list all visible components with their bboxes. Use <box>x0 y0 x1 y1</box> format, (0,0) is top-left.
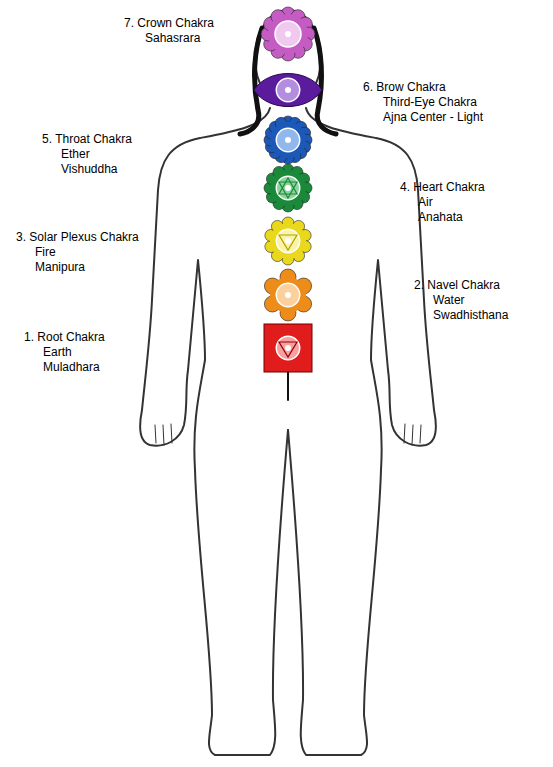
chakra-label: Sahasrara <box>145 31 200 45</box>
chakra-disc <box>270 170 306 206</box>
centre-dot <box>285 31 291 37</box>
chakra-disc <box>270 277 306 313</box>
inner-circle <box>276 336 299 359</box>
brow-chakra <box>254 74 322 107</box>
head-outline <box>255 10 321 106</box>
root-square <box>264 324 312 372</box>
inner-circle <box>276 128 299 151</box>
chakra-label: Earth <box>43 345 72 359</box>
brow-wings <box>254 74 322 107</box>
centre-dot <box>285 292 291 298</box>
triangle <box>279 342 297 357</box>
chakra-label: Ether <box>61 147 90 161</box>
body-outline-left <box>140 108 288 755</box>
triangle <box>279 235 297 250</box>
chakra-disc <box>270 122 306 158</box>
chakra-label: Anahata <box>418 210 463 224</box>
heart-chakra <box>264 164 312 212</box>
chakra-label: Swadhisthana <box>433 308 508 322</box>
chakra-label: Water <box>433 293 465 307</box>
chakra-label: Vishuddha <box>61 162 118 176</box>
centre-dot <box>285 87 291 93</box>
centre-dot <box>285 185 291 191</box>
root-chakra <box>264 324 312 372</box>
chakra-label: 2. Navel Chakra <box>414 278 500 292</box>
crown-chakra <box>261 7 315 61</box>
finger-lines <box>155 424 421 445</box>
chakra-label: Air <box>418 195 433 209</box>
hexagram <box>279 178 297 198</box>
inner-circle <box>276 229 299 252</box>
chakra-label: 7. Crown Chakra <box>124 16 214 30</box>
chakra-label: Fire <box>35 245 56 259</box>
navel-chakra <box>264 269 311 321</box>
chakra-label: 5. Throat Chakra <box>42 132 132 146</box>
chakra-label: 1. Root Chakra <box>24 330 105 344</box>
chakra-label: 4. Heart Chakra <box>400 180 485 194</box>
chakra-disc <box>270 223 306 259</box>
chakra-label: Muladhara <box>43 360 100 374</box>
body-outline-right <box>288 108 436 755</box>
hair-left <box>240 28 262 134</box>
chakra-disc <box>268 14 308 54</box>
chakra-label: Ajna Center - Light <box>383 110 483 124</box>
centre-dot <box>285 345 291 351</box>
solar-plexus-chakra <box>265 217 311 265</box>
chakra-label: 3. Solar Plexus Chakra <box>16 230 139 244</box>
centre-line <box>287 372 289 400</box>
inner-circle <box>276 283 299 306</box>
hair-right <box>314 28 336 134</box>
centre-dot <box>285 137 291 143</box>
throat-chakra <box>264 116 312 164</box>
inner-circle <box>276 176 299 199</box>
inner-circle <box>275 21 301 47</box>
chakra-label: 6. Brow Chakra <box>363 80 446 94</box>
chakra-label: Third-Eye Chakra <box>383 95 477 109</box>
inner-circle <box>276 78 299 101</box>
centre-dot <box>285 238 291 244</box>
chakra-label: Manipura <box>35 260 85 274</box>
